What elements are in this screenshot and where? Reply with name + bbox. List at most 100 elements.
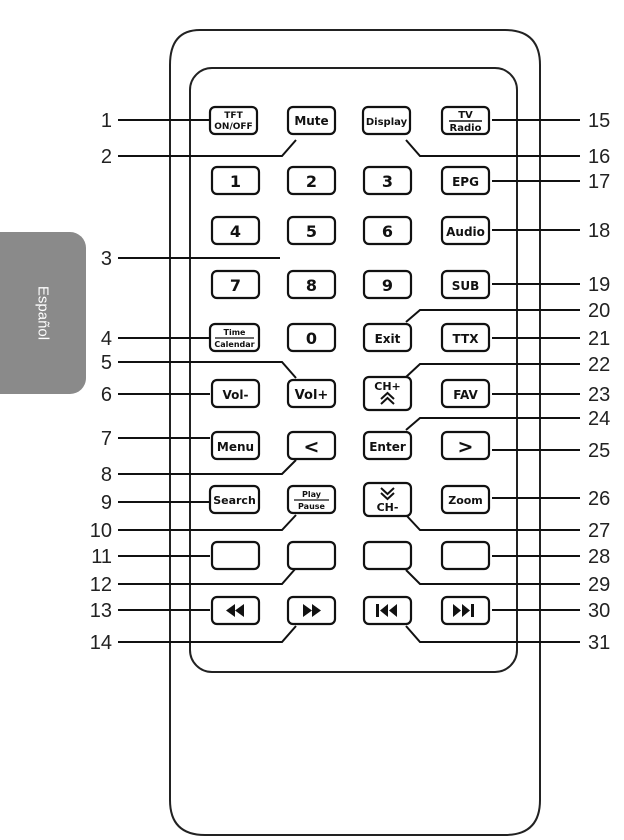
callout-7: 7 [101, 428, 112, 450]
right-leader-lines [405, 119, 580, 643]
epg-label: EPG [452, 175, 479, 189]
callout-29: 29 [588, 574, 610, 596]
mute-label: Mute [294, 114, 328, 128]
blank-key-4[interactable] [440, 540, 491, 571]
callout-5: 5 [101, 352, 112, 374]
enter-button[interactable]: Enter [362, 430, 413, 461]
vol-plus-button[interactable]: Vol+ [286, 378, 337, 409]
ch-minus-chevron-icon [380, 487, 395, 496]
rewind-button[interactable] [210, 595, 261, 626]
digit-3-button[interactable]: 3 [362, 165, 413, 196]
zoom-label: Zoom [448, 494, 483, 507]
tv-radio-button[interactable]: TV Radio [440, 105, 491, 136]
fav-label: FAV [453, 388, 478, 402]
callout-23: 23 [588, 384, 610, 406]
callout-21: 21 [588, 328, 610, 350]
exit-button[interactable]: Exit [362, 322, 413, 353]
ch-plus-chevron-icon [380, 391, 395, 400]
leader-24 [405, 417, 580, 431]
digit-2-label: 2 [306, 172, 317, 191]
epg-button[interactable]: EPG [440, 165, 491, 196]
next-track-button[interactable] [440, 595, 491, 626]
leader-27 [405, 514, 580, 531]
zoom-button[interactable]: Zoom [440, 484, 491, 515]
vol-minus-button[interactable]: Vol- [210, 378, 261, 409]
blank-key-1[interactable] [210, 540, 261, 571]
tv-radio-label-top: TV [458, 110, 473, 121]
mute-button[interactable]: Mute [286, 105, 337, 136]
exit-label: Exit [375, 332, 401, 346]
left-arrow-button[interactable]: < [286, 430, 337, 461]
left-leader-lines [118, 119, 297, 643]
digit-8-button[interactable]: 8 [286, 269, 337, 300]
digit-1-label: 1 [230, 172, 241, 191]
play-pause-label-top: Play [302, 490, 322, 499]
ttx-button[interactable]: TTX [440, 322, 491, 353]
ch-minus-button[interactable]: CH- [362, 481, 413, 518]
ttx-label: TTX [453, 332, 480, 346]
callout-28: 28 [588, 546, 610, 568]
search-label: Search [213, 494, 256, 507]
digit-8-label: 8 [306, 276, 317, 295]
callout-27: 27 [588, 520, 610, 542]
display-button[interactable]: Display [361, 105, 412, 136]
digit-9-button[interactable]: 9 [362, 269, 413, 300]
sub-label: SUB [452, 279, 480, 293]
digit-5-button[interactable]: 5 [286, 215, 337, 246]
digit-6-button[interactable]: 6 [362, 215, 413, 246]
remote-outer-body [169, 29, 541, 836]
audio-button[interactable]: Audio [440, 215, 491, 246]
right-callout-numbers: 15 16 17 18 19 20 21 22 23 24 25 26 27 2… [588, 110, 610, 654]
right-arrow-button[interactable]: > [440, 430, 491, 461]
enter-label: Enter [369, 440, 406, 454]
callout-16: 16 [588, 146, 610, 168]
callout-17: 17 [588, 171, 610, 193]
callout-1: 1 [101, 110, 112, 132]
callout-26: 26 [588, 488, 610, 510]
callout-6: 6 [101, 384, 112, 406]
callout-30: 30 [588, 600, 610, 622]
leader-8 [118, 459, 297, 475]
blank-key-2[interactable] [286, 540, 337, 571]
digit-7-button[interactable]: 7 [210, 269, 261, 300]
digit-6-label: 6 [382, 222, 393, 241]
remote-buttons: TFT ON/OFF Mute Display TV Radio 1 [208, 105, 491, 626]
leader-16 [405, 139, 580, 157]
callout-9: 9 [101, 492, 112, 514]
callout-2: 2 [101, 146, 112, 168]
display-label: Display [366, 117, 408, 128]
fav-button[interactable]: FAV [440, 378, 491, 409]
next-track-icon [453, 604, 474, 617]
ch-minus-chevron-icon-2 [380, 492, 395, 501]
tft-on-off-label-top: TFT [224, 111, 243, 121]
digit-0-label: 0 [306, 329, 317, 348]
digit-4-button[interactable]: 4 [210, 215, 261, 246]
digit-4-label: 4 [230, 222, 241, 241]
callout-22: 22 [588, 354, 610, 376]
play-pause-button[interactable]: Play Pause [286, 484, 337, 515]
search-button[interactable]: Search [208, 484, 261, 515]
callout-8: 8 [101, 464, 112, 486]
ch-minus-label: CH- [377, 501, 399, 514]
ch-plus-label: CH+ [374, 380, 401, 393]
ch-plus-chevron-icon-2 [380, 396, 395, 405]
fast-forward-button[interactable] [286, 595, 337, 626]
blank-key-3[interactable] [362, 540, 413, 571]
menu-button[interactable]: Menu [210, 430, 261, 461]
callout-11: 11 [91, 546, 112, 568]
previous-track-button[interactable] [362, 595, 413, 626]
digit-2-button[interactable]: 2 [286, 165, 337, 196]
time-calendar-button[interactable]: Time Calendar [208, 322, 261, 353]
tft-on-off-button[interactable]: TFT ON/OFF [208, 105, 259, 136]
digit-0-button[interactable]: 0 [286, 322, 337, 353]
audio-label: Audio [446, 225, 485, 239]
callout-15: 15 [588, 110, 610, 132]
callout-12: 12 [90, 574, 112, 596]
tft-on-off-label-bottom: ON/OFF [214, 122, 252, 132]
leader-14 [118, 625, 297, 643]
ch-plus-button[interactable]: CH+ [362, 375, 413, 412]
sub-button[interactable]: SUB [440, 269, 491, 300]
digit-1-button[interactable]: 1 [210, 165, 261, 196]
